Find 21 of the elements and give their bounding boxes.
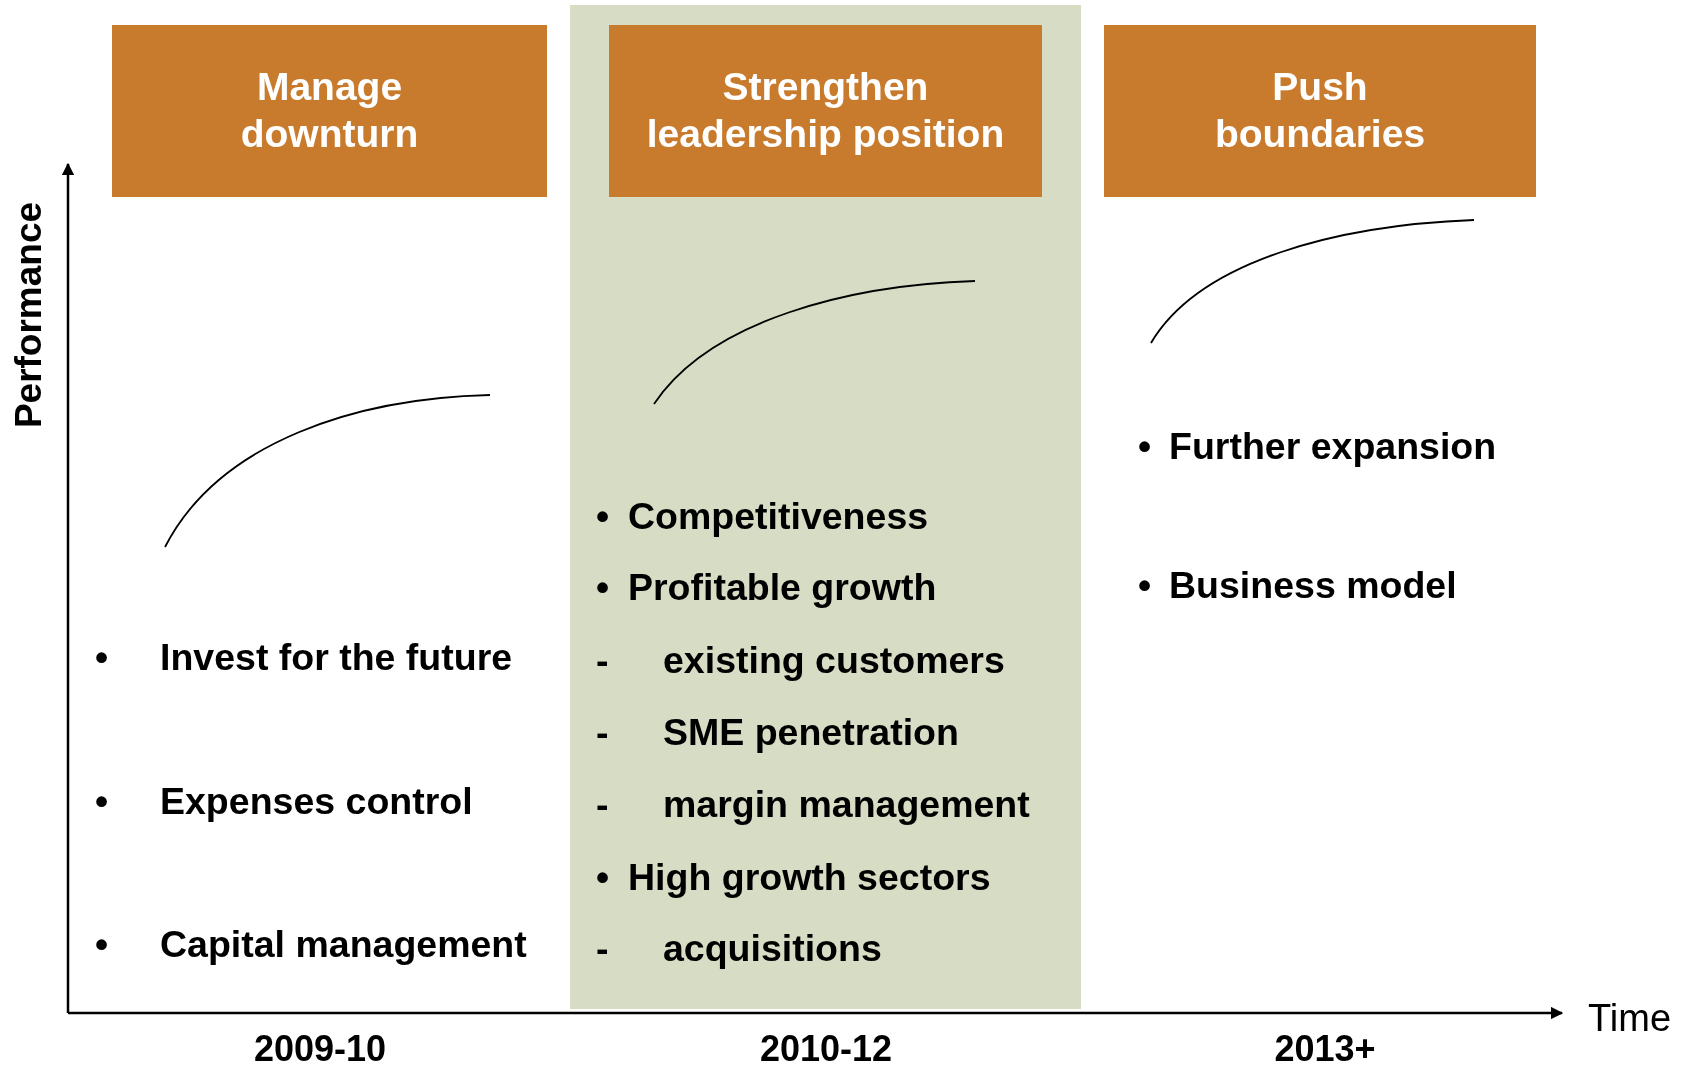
bullet-point: • Invest for the future bbox=[95, 636, 513, 680]
header-box: Push boundaries bbox=[1104, 25, 1536, 197]
period-label: 2010-12 bbox=[759, 1028, 893, 1070]
shaded-band bbox=[570, 5, 1081, 1009]
header-box: Manage downturn bbox=[112, 25, 547, 197]
bullet-point: • Further expansion bbox=[1138, 425, 1497, 469]
period-label: 2009-10 bbox=[253, 1028, 387, 1070]
bullet-point: • Competitiveness bbox=[596, 495, 929, 539]
bullet-point: - SME penetration bbox=[596, 711, 959, 755]
bullet-point: • Expenses control bbox=[95, 780, 473, 824]
bullet-point: - acquisitions bbox=[596, 927, 882, 971]
axis-title: Performance bbox=[8, 201, 50, 429]
bullet-point: - existing customers bbox=[596, 639, 1005, 683]
bullet-point: • Business model bbox=[1138, 564, 1457, 608]
axis-title: Time bbox=[1588, 996, 1672, 1040]
bullet-point: - margin management bbox=[596, 783, 1030, 827]
header-box: Strengthen leadership position bbox=[609, 25, 1042, 197]
bullet-point: • High growth sectors bbox=[596, 856, 991, 900]
bullet-point: • Profitable growth bbox=[596, 566, 937, 610]
bullet-point: • Capital management bbox=[95, 923, 527, 967]
period-label: 2013+ bbox=[1274, 1028, 1376, 1070]
